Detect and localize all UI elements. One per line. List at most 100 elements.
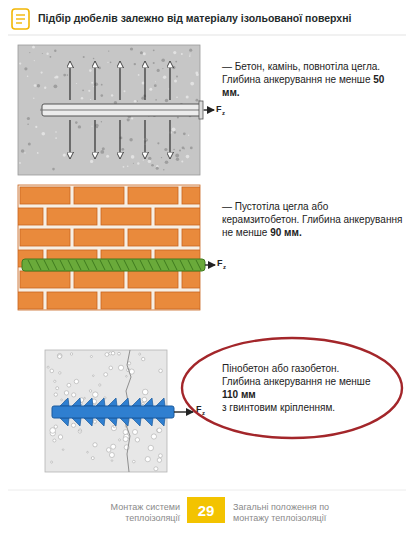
drawing-path [156, 398, 165, 406]
drawing-circle [34, 84, 37, 87]
drawing-path [108, 418, 117, 426]
drawing-rect [155, 208, 200, 225]
drawing-circle [90, 160, 93, 163]
drawing-circle [42, 53, 43, 54]
drawing-circle [176, 158, 179, 161]
drawing-circle [67, 383, 71, 387]
drawing-circle [102, 147, 105, 150]
drawing-circle [190, 147, 193, 150]
drawing-path [84, 398, 93, 406]
drawing-circle [137, 162, 139, 164]
drawing-rect [182, 187, 200, 204]
drawing-rect [182, 271, 200, 288]
callout-text: Пінобетон або газобетон. Глибина анкерув… [222, 362, 380, 414]
page-number-box: 29 [187, 497, 225, 523]
drawing-circle [123, 437, 128, 442]
drawing-circle [145, 457, 150, 462]
drawing-circle [133, 163, 134, 164]
drawing-rect [20, 229, 70, 246]
drawing-circle [47, 366, 49, 368]
drawing-circle [28, 142, 31, 145]
drawing-circle [179, 150, 181, 152]
drawing-line [68, 260, 73, 270]
drawing-line [156, 260, 161, 270]
footer-text: Загальні положення по монтажу теплоізоля… [233, 502, 358, 524]
drawing-line [44, 260, 49, 270]
drawing-rect [199, 101, 203, 119]
drawing-circle [131, 155, 135, 159]
material-note: — Пустотіла цегла або керамзитобетон. Гл… [222, 200, 404, 239]
drawing-circle [123, 430, 128, 435]
header-icon [12, 9, 29, 29]
drawing-circle [54, 84, 58, 88]
drawing-line [76, 260, 81, 270]
drawing-circle [101, 121, 102, 122]
drawing-line [174, 411, 193, 412]
drawing-rect [128, 229, 178, 246]
drawing-circle [121, 148, 124, 151]
drawing-circle [123, 166, 125, 168]
drawing-line [119, 62, 120, 100]
drawing-line [84, 260, 89, 270]
drawing-circle [99, 384, 101, 386]
drawing-circle [161, 58, 165, 62]
drawing-circle [161, 157, 162, 158]
drawing-circle [107, 62, 108, 63]
drawing-circle [54, 393, 57, 396]
drawing-circle [91, 126, 92, 127]
drawing-line [69, 120, 70, 158]
drawing-rect [128, 187, 178, 204]
drawing-circle [135, 438, 139, 442]
drawing-circle [129, 138, 132, 141]
drawing-circle [165, 161, 169, 165]
drawing-path [72, 418, 81, 426]
drawing-circle [119, 439, 121, 441]
drawing-circle [91, 457, 94, 460]
drawing-circle [27, 117, 30, 120]
drawing-circle [76, 83, 77, 84]
drawing-circle [189, 54, 190, 55]
drawing-circle [181, 53, 183, 55]
ellipse-outline [180, 336, 404, 440]
drawing-circle [57, 353, 62, 358]
drawing-circle [53, 439, 56, 442]
drawing-line [172, 260, 177, 270]
drawing-circle [126, 376, 128, 378]
drawing-line [148, 260, 153, 270]
drawing-line [28, 260, 33, 270]
drawing-circle [162, 68, 163, 69]
drawing-circle [155, 81, 156, 82]
drawing-circle [42, 132, 46, 136]
drawing-circle [95, 124, 99, 128]
drawing-line [92, 260, 97, 270]
drawing-circle [78, 125, 81, 128]
force-symbol: F [217, 258, 223, 268]
drawing-circle [93, 58, 95, 60]
drawing-circle [19, 63, 21, 65]
highlight-ellipse: Пінобетон або газобетон. Глибина анкерув… [180, 336, 404, 440]
drawing-circle [101, 94, 104, 97]
drawing-circle [131, 117, 133, 119]
drawing-rect [74, 229, 124, 246]
aerated-concrete-figure [45, 350, 193, 472]
drawing-rect [52, 406, 174, 418]
drawing-circle [87, 451, 89, 453]
drawing-circle [121, 67, 123, 69]
drawing-circle [108, 50, 109, 51]
drawing-circle [88, 90, 90, 92]
drawing-line [94, 62, 95, 100]
drawing-path [96, 418, 105, 426]
brick-figure [0, 185, 232, 310]
drawing-rect [18, 185, 200, 310]
page-number: 29 [198, 502, 215, 519]
drawing-circle [134, 100, 137, 103]
drawing-path [132, 398, 141, 406]
drawing-circle [111, 351, 115, 355]
drawing-circle [111, 426, 116, 431]
depth-value: 90 мм. [270, 227, 301, 238]
drawing-circle [51, 461, 53, 463]
drawing-line [140, 260, 145, 270]
drawing-line [69, 62, 70, 100]
drawing-path [156, 418, 165, 426]
drawing-circle [159, 369, 163, 373]
